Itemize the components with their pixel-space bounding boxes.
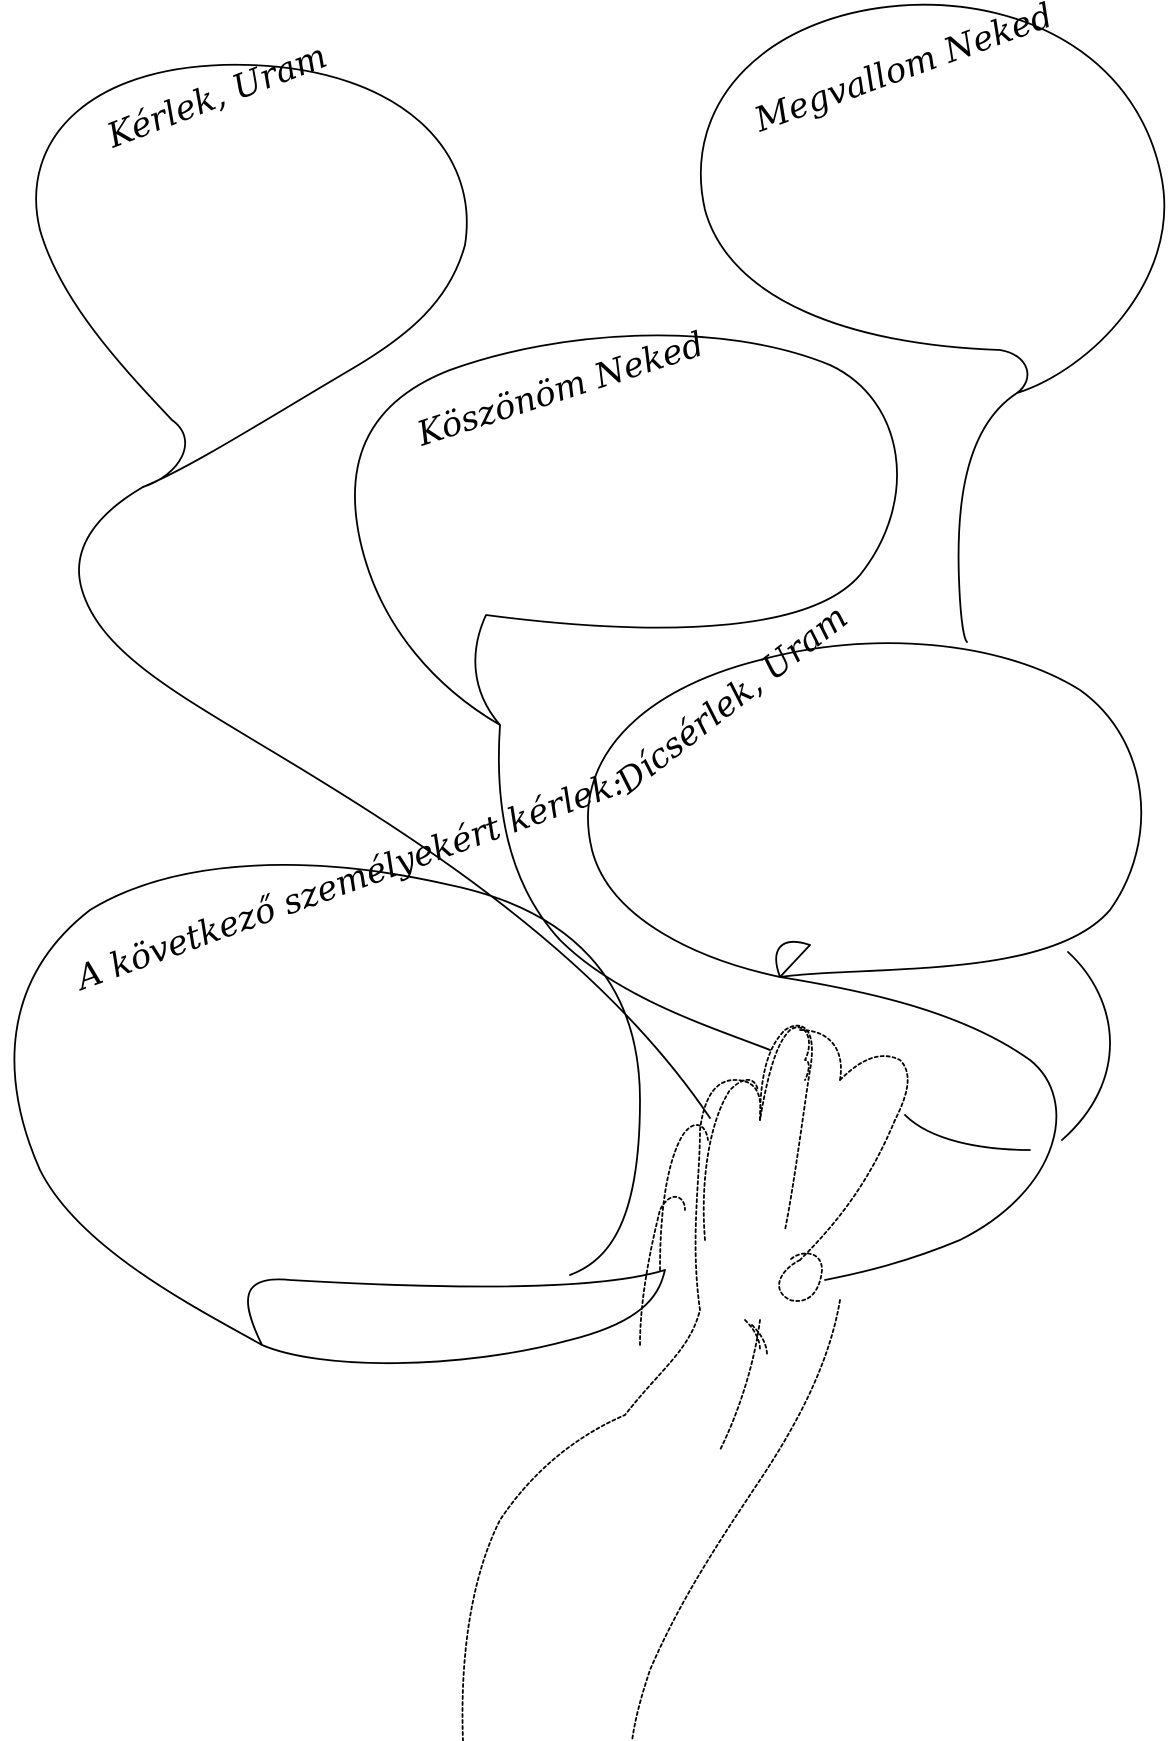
balloon-praise-flare-right xyxy=(1062,952,1110,1140)
balloon-ask-outline xyxy=(36,65,467,487)
balloon-confess-label: Megvallom Neked xyxy=(748,0,1058,141)
hand-finger-middle xyxy=(704,1080,758,1240)
hand-finger-index xyxy=(760,1026,812,1230)
hand-wrist xyxy=(632,1300,840,1741)
balloon-praise-outline xyxy=(588,643,1141,977)
balloon-intercede-body xyxy=(14,865,640,1345)
hand-outline xyxy=(462,1027,809,1741)
hand-icon xyxy=(462,1026,907,1741)
hand-thumb xyxy=(779,1253,822,1301)
balloon-confess: Megvallom Neked xyxy=(701,0,1164,642)
balloon-intercede-outline xyxy=(248,1270,665,1363)
balloon-praise: Dícsérlek, Uram xyxy=(588,597,1141,1280)
balloon-praise-flare-left xyxy=(780,977,1056,1280)
hand-finger-pointing xyxy=(800,1120,895,1260)
balloon-praise-inner-curve xyxy=(905,1115,1030,1150)
hand-finger-top xyxy=(800,1030,841,1080)
hand-finger-upper-right xyxy=(840,1056,908,1120)
balloon-thank-label: Köszönöm Neked xyxy=(411,324,708,455)
balloon-confess-string xyxy=(959,393,1017,642)
hand-finger-ring xyxy=(660,1125,708,1270)
balloon-intercede: A következő személyekért kérlek: xyxy=(14,763,665,1363)
balloon-ask-label: Kérlek, Uram xyxy=(101,36,332,157)
balloon-thank-outline xyxy=(355,335,897,725)
balloon-thank: Köszönöm Neked xyxy=(355,324,897,1050)
hand-knuckle xyxy=(720,1320,760,1450)
